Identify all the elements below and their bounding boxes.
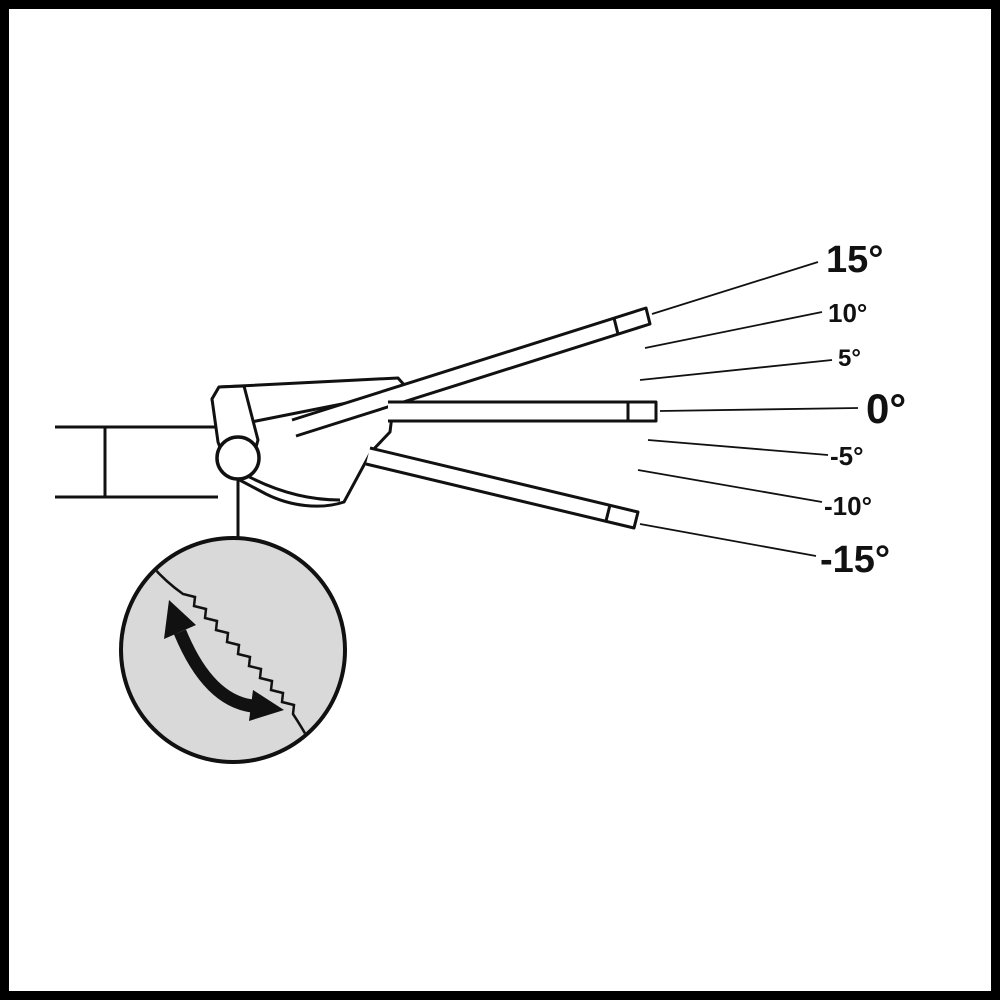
pivot-circle [215,435,261,481]
leader-neg10 [637,469,823,503]
leader-15 [651,261,819,315]
rotation-arrow-head-upper [164,600,196,639]
arm-up-15-tick [612,317,620,335]
arm-up-15 [291,306,652,438]
arm-down-15 [365,446,640,530]
diagram-svg: 15° 10° 5° 0° -5° -10° -15° [55,239,906,764]
leader-0 [659,407,859,412]
serration-teeth [151,565,312,743]
angle-labels: 15° 10° 5° 0° -5° -10° -15° [820,239,906,581]
detail-view [119,536,347,764]
angle-label-5: 5° [838,345,861,372]
housing-bottom-edge [239,470,341,502]
angle-label-neg10: -10° [824,491,872,521]
detail-circle [119,536,347,764]
angle-label-neg15: -15° [820,539,890,581]
leader-5 [639,359,833,381]
rotation-arrow-head-lower [249,690,284,721]
angle-label-neg5: -5° [830,441,864,471]
pole [55,425,223,499]
rotation-arrow-shaft [173,629,254,713]
leader-neg15 [639,523,817,557]
angle-label-15: 15° [826,239,883,281]
arm-level-0 [388,400,658,423]
arm-down-15-tick [604,504,612,522]
angle-leader-lines [637,261,859,557]
leader-10 [644,311,823,349]
leader-neg5 [647,439,829,456]
tilt-arms [291,306,658,530]
angle-label-10: 10° [828,298,867,328]
angle-label-0: 0° [866,385,906,432]
rotation-arrow-icon [164,600,284,721]
